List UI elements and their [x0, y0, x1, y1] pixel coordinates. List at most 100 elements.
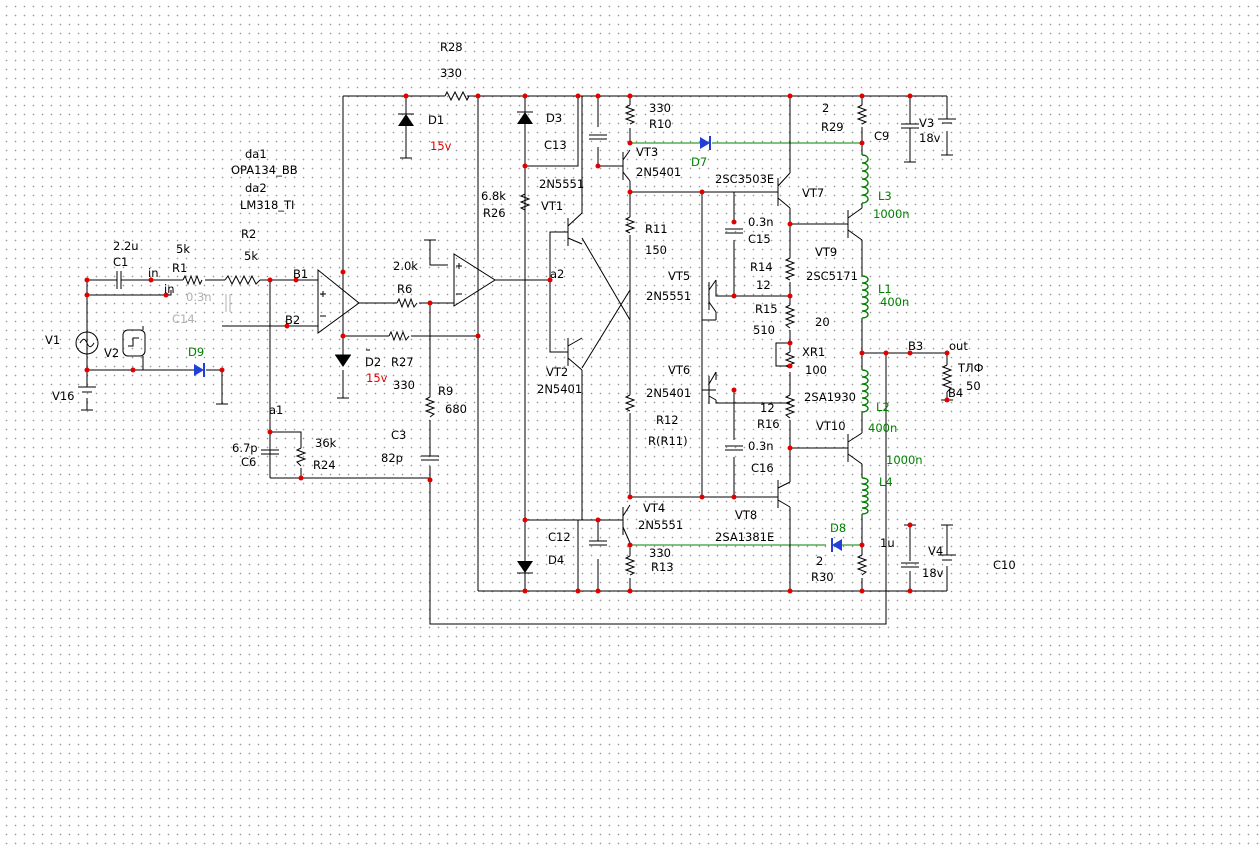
label-c3: C3 [391, 428, 406, 442]
label-2sa1381e: 2SA1381E [715, 530, 774, 544]
label-vt5-type: 2N5551 [646, 289, 691, 303]
resistor-r16 [784, 394, 796, 419]
label-l4-value: 1000n [886, 453, 923, 467]
label-in-2: in [164, 282, 174, 296]
label-c15-value: 0.3n [748, 215, 774, 229]
label-l2: L2 [876, 400, 890, 414]
capacitor-c1 [110, 271, 128, 289]
label-r13-value: 330 [649, 546, 671, 560]
inductor-l1 [861, 275, 869, 319]
label-r16-value: 12 [760, 401, 775, 415]
batteries [78, 118, 956, 561]
label-v4-value: 18v [922, 566, 944, 580]
label-d3: D3 [546, 111, 562, 125]
diode-d8 [832, 539, 842, 551]
capacitor-c15 [725, 228, 743, 234]
label-c14: C14 [172, 312, 195, 326]
label-c12: C12 [548, 530, 571, 544]
transistor-vt4 [622, 504, 631, 544]
transistor-vt7 [777, 172, 791, 209]
label-da2: da2 [245, 181, 267, 195]
label-c16: C16 [751, 461, 774, 475]
label-r10: R10 [649, 117, 672, 131]
inductors [861, 154, 869, 515]
resistor-r29 [856, 104, 868, 125]
label-r30: R30 [811, 570, 834, 584]
label-v4: V4 [928, 544, 943, 558]
ground-v3 [904, 154, 953, 163]
label-r1: R1 [172, 261, 187, 275]
label-c13: C13 [544, 138, 567, 152]
resistors [182, 90, 953, 576]
label-d1-value: 15v [430, 139, 452, 153]
label-r6: R6 [397, 282, 412, 296]
capacitor-c9 [901, 122, 919, 132]
labels: R28 330 D1 15v D3 C13 330 R10 VT3 2N5401… [45, 40, 1016, 584]
label-da1: da1 [245, 147, 267, 161]
label-vt3-type: 2N5401 [636, 165, 681, 179]
label-r11: R11 [645, 222, 668, 236]
diode-d7 [700, 137, 710, 149]
resistor-r10 [624, 104, 636, 125]
label-r10-value: 330 [649, 101, 671, 115]
label-l2-value: 400n [868, 421, 897, 435]
label-vt8: VT8 [735, 508, 757, 522]
label-2sc5171: 2SC5171 [806, 269, 858, 283]
zener-d4 [517, 561, 533, 573]
battery-v3 [938, 118, 956, 124]
resistor-xr1 [784, 351, 796, 369]
label-vt4: VT4 [643, 501, 665, 515]
label-d9: D9 [188, 345, 204, 359]
label-c3-value: 82p [381, 451, 403, 465]
label-l4: L4 [879, 475, 893, 489]
label-20: 20 [815, 315, 830, 329]
label-r24: R24 [313, 458, 336, 472]
label-v1: V1 [45, 333, 60, 347]
capacitor-c12 [589, 540, 607, 546]
label-l3: L3 [878, 189, 892, 203]
opamp-da2 [453, 253, 496, 307]
resistor-r26 [519, 193, 531, 211]
label-r2: R2 [241, 227, 256, 241]
resistor-r6 [396, 297, 418, 309]
label-l3-value: 1000n [873, 207, 910, 221]
label-vt2-type: 2N5401 [537, 382, 582, 396]
label-vt1-type: 2N5551 [539, 177, 584, 191]
label-b3: B3 [908, 339, 923, 353]
resistor-r12 [624, 394, 636, 412]
capacitor-c11 [901, 562, 919, 568]
zener-d3 [517, 112, 533, 124]
label-tlf: ТЛФ [957, 361, 984, 375]
label-r1-value: 5k [176, 242, 190, 256]
label-r15: R15 [755, 302, 778, 316]
label-r12-value: R(R11) [648, 434, 688, 448]
label-vt5: VT5 [668, 269, 690, 283]
label-r24-value: 36k [315, 436, 337, 450]
label-c14-value: 0.3n [186, 290, 212, 304]
label-r15-value: 510 [753, 323, 775, 337]
label-r27-value: 330 [393, 378, 415, 392]
node-dots [84, 93, 950, 594]
resistor-tlf [941, 364, 953, 393]
label-tlf-value: 50 [966, 379, 981, 393]
transistors [567, 149, 863, 544]
label-r28-value: 330 [440, 66, 462, 80]
label-r6-value: 2.0k [393, 259, 418, 273]
inductor-l2 [861, 369, 869, 413]
resistor-r15 [784, 304, 796, 329]
capacitor-c6 [261, 449, 279, 461]
label-r16: R16 [757, 417, 780, 431]
diodes [194, 111, 842, 574]
zener-d2 [335, 355, 351, 367]
battery-v16 [78, 386, 96, 393]
transistor-vt8 [777, 480, 791, 508]
label-r30-value: 2 [816, 554, 823, 568]
label-r27: R27 [391, 355, 414, 369]
label-d8: D8 [830, 521, 846, 535]
label-out: out [949, 339, 968, 353]
opamps [317, 253, 496, 334]
capacitor-c14 [225, 294, 231, 312]
transistor-vt2 [567, 337, 583, 371]
label-b2: B2 [285, 313, 300, 327]
resistor-r2 [224, 274, 261, 286]
